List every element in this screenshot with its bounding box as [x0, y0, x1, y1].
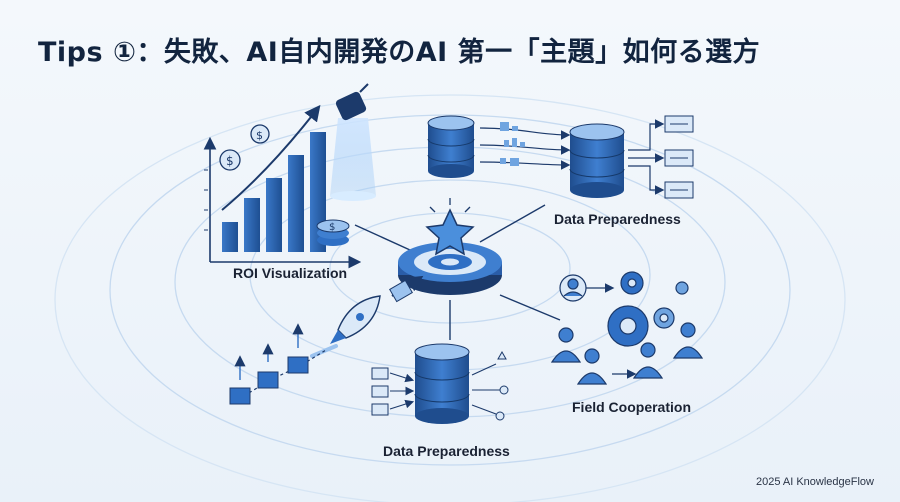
database-icon — [427, 115, 475, 178]
dollar-coin-icon: $ $ — [219, 124, 270, 171]
star-target-icon — [389, 198, 502, 303]
node-label-data-bottom: Data Preparedness — [383, 443, 510, 459]
people-icon — [550, 274, 704, 385]
svg-text:$: $ — [256, 129, 263, 142]
node-label-data-top: Data Preparedness — [554, 211, 681, 227]
roi-bar-chart-icon — [203, 104, 362, 269]
footer-copyright: 2025 AI KnowledgeFlow — [755, 476, 874, 488]
svg-text:$: $ — [329, 222, 335, 233]
connector-lines — [354, 204, 561, 340]
spotlight-icon — [330, 83, 376, 201]
data-flow-arrows — [479, 127, 571, 170]
growth-steps-icon — [229, 323, 327, 405]
node-label-roi: ROI Visualization — [233, 265, 348, 281]
gear-icon — [607, 271, 689, 347]
node-label-field: Field Cooperation — [572, 399, 691, 415]
database-icon-large — [569, 123, 625, 198]
flowchart-icon — [628, 115, 694, 199]
rocket-icon — [310, 295, 381, 358]
database-icon-bottom — [371, 343, 509, 424]
coin-stack-icon: $ — [316, 219, 350, 246]
svg-text:$: $ — [226, 154, 234, 168]
page-title: Tips ①：失敗、AI自内開発のAI 第一「主題」如何る選方 — [38, 37, 761, 68]
data-blocks — [500, 122, 525, 166]
